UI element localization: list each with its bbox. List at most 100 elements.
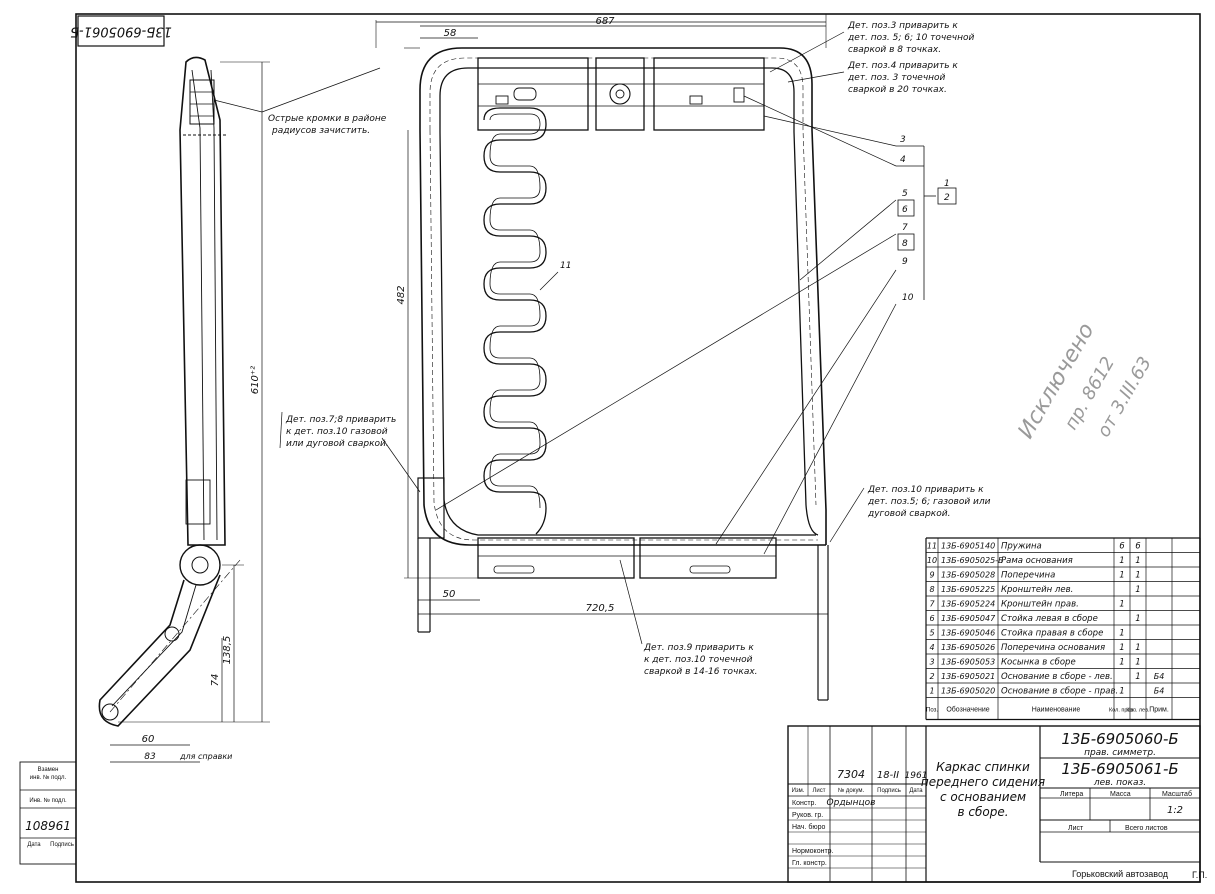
parts-row-qty-left: 1	[1135, 658, 1140, 668]
title-code-1-sub: прав. симметр.	[1084, 748, 1156, 758]
parts-row-qty-left: 1	[1135, 643, 1140, 653]
svg-text:3: 3	[900, 135, 906, 145]
scale-value: 1:2	[1167, 805, 1183, 816]
svg-text:сваркой в 20 точках.: сваркой в 20 точках.	[848, 85, 947, 95]
parts-row-qty-right: 1	[1119, 629, 1124, 639]
svg-text:Подпись: Подпись	[50, 842, 74, 848]
svg-text:1: 1	[944, 179, 950, 189]
svg-text:Дет. поз.10 приварить к: Дет. поз.10 приварить к	[867, 485, 984, 495]
note-top-1: Дет. поз.3 приварить к дет. поз. 5; 6; 1…	[769, 21, 974, 73]
svg-text:2: 2	[944, 193, 950, 203]
parts-row-qty-right: 1	[1119, 643, 1124, 653]
parts-row-qty-right: 1	[1119, 687, 1124, 697]
handwritten-annotation: Исключено пр. 8612 от 3.III.63	[1014, 319, 1156, 443]
svg-text:№ докум.: № докум.	[838, 787, 865, 794]
svg-text:дет. поз.5; 6; газовой или: дет. поз.5; 6; газовой или	[867, 497, 991, 507]
svg-text:Взамен: Взамен	[38, 767, 59, 773]
parts-row-name: Пружина	[1001, 542, 1042, 552]
svg-text:11: 11	[560, 261, 571, 271]
svg-text:Лист: Лист	[812, 788, 825, 794]
zigzag-spring-inner	[489, 113, 541, 509]
svg-text:Каркас спинки: Каркас спинки	[936, 760, 1030, 774]
parts-row-pos: 5	[929, 629, 934, 638]
parts-row-code: 13Б-6905140	[941, 542, 995, 551]
parts-row-qty-left: 1	[1135, 585, 1140, 595]
parts-row-name: Косынка в сборе	[1001, 658, 1076, 668]
parts-row-code: 13Б-6905224	[941, 600, 995, 609]
parts-row-pos: 10	[927, 556, 937, 565]
parts-header-code: Обозначение	[946, 706, 989, 714]
side-code-box: 13Б-6905061-Б	[70, 15, 172, 47]
note-sharp-edges: Острые кромки в районе радиусов зачистит…	[213, 67, 387, 136]
svg-text:Дата: Дата	[909, 788, 923, 794]
svg-text:Инв. № подл.: Инв. № подл.	[29, 797, 67, 804]
dim-60: 60	[142, 734, 155, 745]
note-right: Дет. поз.10 приварить к дет. поз.5; 6; г…	[829, 485, 991, 543]
svg-text:переднего сидения: переднего сидения	[921, 775, 1045, 789]
svg-text:18-II: 18-II	[877, 770, 899, 781]
title-code-2: 13Б-6905061-Б	[1061, 760, 1178, 778]
factory-name: Горьковский автозавод	[1072, 869, 1169, 879]
dim-83: 83	[144, 752, 156, 762]
parts-row-qty-right: 6	[1119, 542, 1125, 552]
parts-row-name: Кронштейн лев.	[1001, 585, 1073, 595]
svg-text:Всего листов: Всего листов	[1125, 825, 1168, 832]
front-view-dims: 687 58 482 50 720,5	[375, 14, 828, 615]
parts-row-code: 13Б-6905053	[941, 658, 995, 667]
svg-text:Руков. гр.: Руков. гр.	[792, 812, 823, 819]
parts-row-pos: 1	[929, 687, 934, 696]
svg-text:сваркой в 8 точках.: сваркой в 8 точках.	[848, 45, 941, 55]
parts-row-qty-left: 6	[1135, 542, 1141, 552]
parts-row-note: Б4	[1154, 672, 1165, 681]
parts-row-pos: 2	[929, 672, 934, 681]
parts-row-name: Стойка левая в сборе	[1001, 614, 1098, 624]
svg-text:4: 4	[900, 155, 906, 165]
parts-row-code: 13Б-6905046	[941, 629, 995, 638]
callouts: 3 4 5 6 7 8 9 10 11 1 2	[435, 95, 957, 555]
parts-row-pos: 9	[929, 571, 934, 580]
svg-text:Нормоконтр.: Нормоконтр.	[792, 848, 834, 855]
front-view-frame	[417, 47, 829, 701]
parts-row-name: Основание в сборе - лев.	[1001, 672, 1113, 682]
parts-row-code: 13Б-6905020	[941, 687, 995, 696]
svg-text:Масса: Масса	[1110, 791, 1131, 798]
note-top-2: Дет. поз.4 приварить к дет. поз. 3 точеч…	[787, 61, 958, 95]
parts-row-name: Рама основания	[1001, 556, 1073, 566]
svg-text:1961: 1961	[905, 771, 928, 781]
parts-row-pos: 8	[929, 585, 934, 594]
svg-text:Дет. поз.4 приварить к: Дет. поз.4 приварить к	[847, 61, 958, 71]
dim-138: 138,5	[222, 636, 233, 665]
parts-row-qty-right: 1	[1119, 571, 1124, 581]
svg-text:Масштаб: Масштаб	[1162, 790, 1192, 798]
designer-name: Ордынцов	[827, 798, 876, 808]
title-code-2-sub: лев. показ.	[1093, 778, 1146, 788]
parts-row-name: Поперечина основания	[1001, 643, 1105, 653]
parts-row-qty-left: 1	[1135, 672, 1140, 682]
svg-text:к дет. поз.10 газовой: к дет. поз.10 газовой	[286, 427, 388, 437]
parts-row-note: Б4	[1154, 687, 1165, 696]
parts-row-code: 13Б-6905028	[941, 571, 995, 580]
parts-row-pos: 4	[929, 643, 934, 652]
parts-row-qty-left: 1	[1135, 571, 1140, 581]
svg-text:Констр.: Констр.	[792, 800, 816, 807]
note-left: Дет. поз.7;8 приварить к дет. поз.10 газ…	[279, 411, 421, 493]
svg-text:Подпись: Подпись	[877, 788, 901, 794]
svg-text:Дата: Дата	[27, 842, 41, 848]
svg-text:дет. поз. 3 точечной: дет. поз. 3 точечной	[847, 73, 946, 83]
svg-text:дет. поз. 5; 6; 10 точечной: дет. поз. 5; 6; 10 точечной	[847, 33, 974, 43]
parts-row-code: 13Б-6905047	[941, 614, 996, 623]
svg-text:Острые кромки в районе: Острые кромки в районе	[268, 114, 387, 124]
corner-mark: Г.П.	[1192, 870, 1207, 880]
sheet-frame	[75, 13, 1201, 883]
svg-text:9: 9	[902, 257, 908, 267]
svg-text:Нач. бюро: Нач. бюро	[792, 823, 825, 831]
svg-text:Изм.: Изм.	[792, 788, 805, 794]
parts-row-name: Стойка правая в сборе	[1001, 629, 1103, 639]
side-view	[98, 56, 241, 727]
parts-header-note: Прим.	[1149, 707, 1169, 714]
title-code-1: 13Б-6905060-Б	[1061, 730, 1178, 748]
parts-row-name: Основание в сборе - прав.	[1001, 687, 1118, 697]
svg-text:к дет. поз.10 точечной: к дет. поз.10 точечной	[644, 655, 753, 665]
svg-text:дуговой сваркой.: дуговой сваркой.	[867, 509, 950, 519]
